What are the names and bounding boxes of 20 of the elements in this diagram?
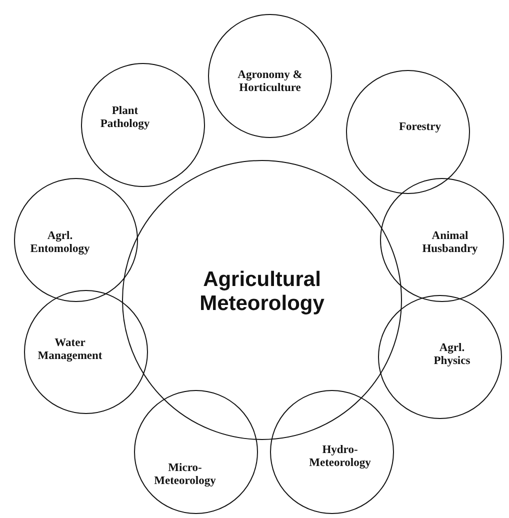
circle-label: Forestry [398, 120, 442, 134]
topic-circle [270, 390, 394, 514]
circle-label: Agronomy & Horticulture [236, 69, 304, 96]
topic-circle [346, 70, 470, 194]
circle-label: Hydro-Meteorology [308, 444, 372, 470]
topic-circle [24, 290, 148, 414]
circle-label: Water Management [36, 337, 104, 364]
circle-label: Micro-Meteorology [153, 462, 217, 488]
circle-label: Agricultural Meteorology [198, 268, 326, 316]
topic-circle [380, 178, 504, 302]
topic-circle [134, 390, 258, 514]
topic-circle [14, 178, 138, 302]
circle-label: Animal Husbandry [421, 230, 479, 256]
circle-label: Plant Pathology [99, 105, 151, 132]
topic-circle [122, 160, 402, 440]
circle-label: Agrl. Entomology [29, 230, 91, 256]
topic-circle [378, 295, 502, 419]
topic-circle [81, 63, 205, 187]
topic-circle [208, 14, 332, 138]
circle-label: Agrl. Physics [432, 342, 472, 368]
